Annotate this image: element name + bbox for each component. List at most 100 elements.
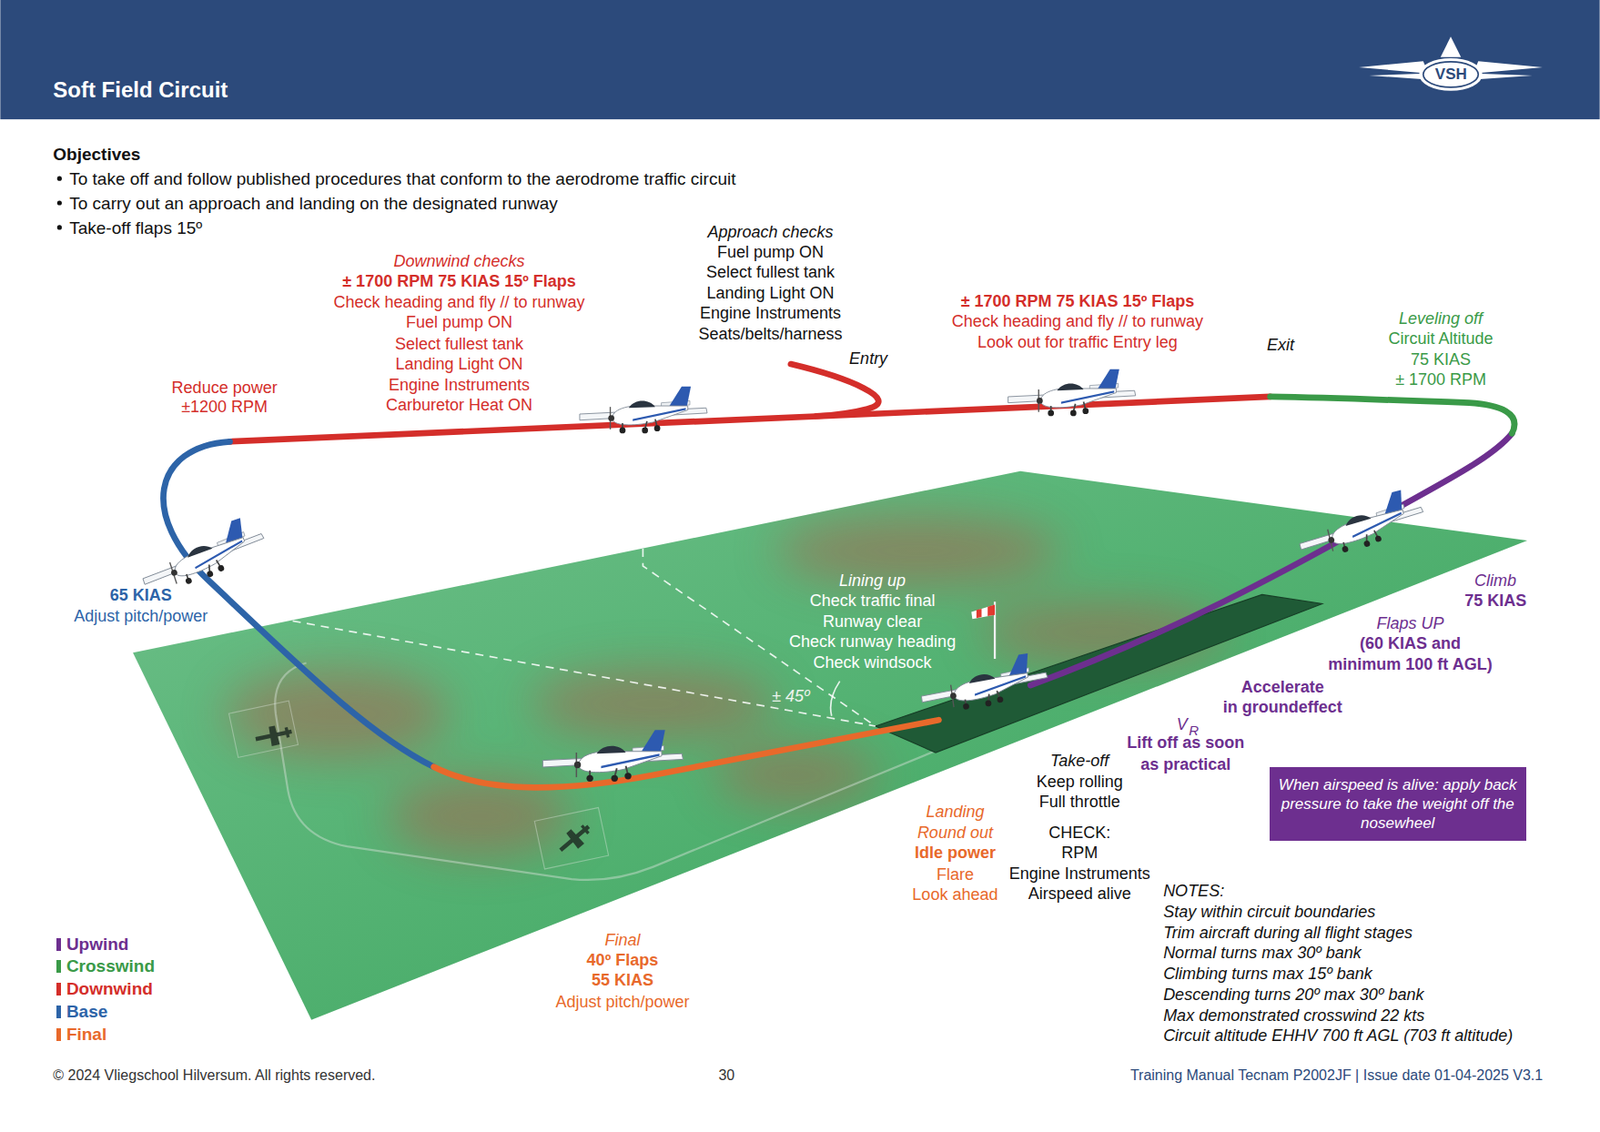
legend-swatch	[56, 1028, 61, 1042]
note-text: When airspeed is alive: apply back press…	[1278, 775, 1518, 833]
callout-text: Select fullest tank	[706, 262, 835, 283]
callout-text: Circuit Altitude	[1388, 328, 1494, 349]
callout-text: 55 KIAS	[591, 970, 654, 991]
callout-text: (60 KIAS and	[1359, 633, 1461, 654]
callout-text: To carry out an approach and landing on …	[69, 192, 558, 214]
callout-text: Check runway heading	[789, 631, 956, 652]
angle-arc	[830, 681, 841, 717]
callout-text: 30	[718, 1066, 735, 1085]
callout-text: NOTES:	[1163, 881, 1225, 902]
callout-text: Climbing turns max 15º bank	[1163, 963, 1373, 984]
header-band	[0, 0, 1600, 120]
callout-text: Final	[604, 930, 640, 951]
legend-text: Upwind	[66, 934, 130, 954]
callout-text: Stay within circuit boundaries	[1163, 901, 1376, 922]
callout-text: ± 1700 RPM 75 KIAS 15º Flaps	[961, 291, 1195, 312]
callout-text: Engine Instruments	[388, 374, 530, 395]
legend-item: Upwind	[66, 933, 130, 955]
legend-text: Final	[66, 1024, 107, 1044]
legend-text: Crosswind	[66, 956, 155, 976]
legend-swatch	[56, 960, 61, 973]
callout-text: Flaps UP	[1376, 613, 1444, 634]
callout-text: Downwind checks	[393, 251, 525, 272]
runway	[875, 594, 1323, 753]
callout-text: To take off and follow published procedu…	[69, 168, 736, 190]
dashed-guides	[270, 448, 876, 727]
callout-text: 75 KIAS	[1410, 349, 1471, 370]
callout-text: CHECK:	[1048, 822, 1111, 843]
callout-text: ± 45º	[771, 686, 810, 707]
callout-text: Engine Instruments	[699, 303, 841, 324]
callout-text: Idle power	[914, 842, 996, 863]
callout-text: ± 1700 RPM	[1395, 369, 1487, 390]
note-box: When airspeed is alive: apply back press…	[1269, 767, 1527, 841]
callout-text: Runway clear	[822, 611, 922, 632]
callout-text: Full throttle	[1039, 791, 1121, 812]
callout-text: Landing Light ON	[394, 354, 523, 375]
callout-text: Landing Light ON	[706, 283, 834, 304]
legend-text: Base	[66, 1002, 108, 1022]
callout-text: Entry	[849, 348, 888, 369]
callout-text: Climb	[1474, 570, 1517, 591]
callout-text: Round out	[917, 822, 993, 843]
callout-text: Training Manual Tecnam P2002JF | Issue d…	[1130, 1066, 1543, 1085]
legend-item: Crosswind	[66, 955, 155, 977]
legend-item: Final	[66, 1023, 107, 1045]
legend-swatch	[56, 982, 61, 996]
callout-text: Take-off flaps 15º	[69, 217, 203, 239]
callout-text: VSH	[1435, 65, 1468, 84]
callout-text: Check traffic final	[810, 590, 936, 611]
callout-text: 65 KIAS	[110, 585, 173, 606]
callout-text: Objectives	[52, 143, 141, 165]
callout-text: Exit	[1266, 334, 1295, 355]
callout-text: Fuel pump ON	[717, 242, 824, 263]
callout-text: V	[1176, 714, 1188, 735]
callout-text: Look ahead	[911, 884, 998, 905]
callout-text: Adjust pitch/power	[555, 992, 689, 1013]
circuit-path	[162, 364, 1515, 788]
callout-text: Check heading and fly // to runway	[951, 311, 1204, 332]
callout-text: Take-off	[1050, 750, 1109, 771]
callout-text: Carburetor Heat ON	[385, 394, 533, 416]
windsock	[971, 601, 995, 659]
callout-text: Max demonstrated crosswind 22 kts	[1163, 1005, 1425, 1026]
callout-text: Look out for traffic Entry leg	[977, 332, 1178, 353]
callout-text: Seats/belts/harness	[698, 324, 842, 345]
callout-text: Leveling off	[1398, 308, 1483, 329]
aircraft	[134, 369, 1428, 782]
callout-text: Fuel pump ON	[405, 312, 513, 333]
objective-bullets	[57, 176, 62, 231]
legend-item: Downwind	[66, 978, 153, 1000]
callout-text: Flare	[936, 864, 974, 885]
callout-text: ±1200 RPM	[181, 396, 268, 417]
callout-text: Keep rolling	[1036, 771, 1124, 792]
legend-item: Base	[66, 1001, 108, 1023]
callout-text: Normal turns max 30º bank	[1163, 942, 1362, 963]
callout-text: Adjust pitch/power	[73, 606, 208, 627]
legend-swatch	[56, 1005, 61, 1019]
callout-text: 75 KIAS	[1464, 590, 1527, 611]
callout-text: © 2024 Vliegschool Hilversum. All rights…	[52, 1066, 375, 1085]
legend-swatch	[56, 938, 61, 952]
callout-text: Circuit altitude EHHV 700 ft AGL (703 ft…	[1163, 1025, 1513, 1046]
callout-text: Trim aircraft during all flight stages	[1163, 922, 1413, 943]
callout-text: Lift off as soon	[1126, 732, 1245, 753]
callout-text: Descending turns 20º max 30º bank	[1163, 984, 1424, 1005]
callout-text: ± 1700 RPM 75 KIAS 15º Flaps	[342, 271, 577, 292]
callout-text: Check heading and fly // to runway	[333, 292, 585, 313]
callout-text: Approach checks	[707, 222, 833, 243]
callout-text: as practical	[1140, 754, 1231, 775]
callout-text: minimum 100 ft AGL)	[1327, 654, 1492, 675]
logo-wings	[1358, 36, 1543, 90]
callout-text: Check windsock	[813, 652, 932, 673]
callout-text: in groundeffect	[1223, 697, 1343, 718]
callout-text: Lining up	[839, 570, 906, 591]
callout-text: 40º Flaps	[587, 950, 659, 971]
legend-text: Downwind	[66, 979, 153, 999]
callout-text: Landing	[925, 801, 984, 822]
page-title: Soft Field Circuit	[52, 76, 228, 104]
callout-text: RPM	[1061, 842, 1098, 863]
callout-text: Airspeed alive	[1028, 883, 1132, 904]
callout-text: Engine Instruments	[1009, 863, 1151, 884]
